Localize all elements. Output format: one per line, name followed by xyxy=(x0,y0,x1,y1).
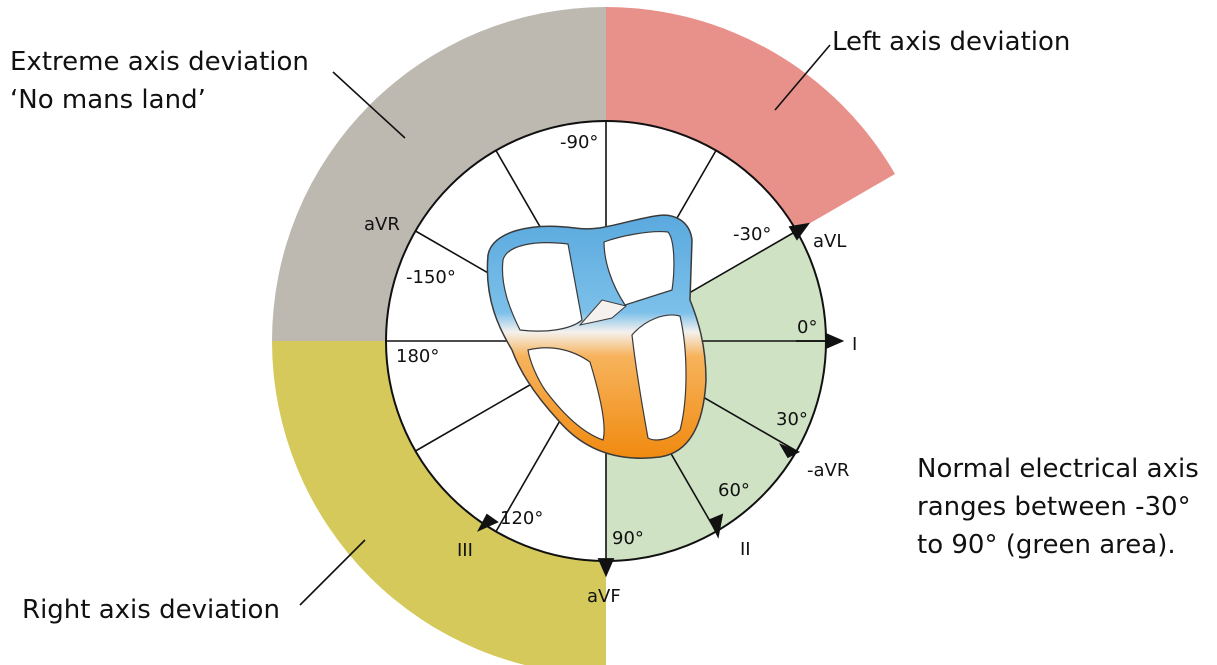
left-deviation-sector xyxy=(606,7,895,231)
heart-illustration xyxy=(486,214,707,459)
degree-neg90: -90° xyxy=(560,132,598,153)
normal-axis-label-3: to 90° (green area). xyxy=(917,530,1176,560)
lead-label-I: I xyxy=(852,334,857,355)
lead-label-aVL: aVL xyxy=(813,231,846,252)
arrow-lead-aVL xyxy=(788,222,811,241)
right-deviation-label: Right axis deviation xyxy=(22,595,280,625)
degree-0: 0° xyxy=(797,317,817,338)
degree-neg30: -30° xyxy=(733,224,771,245)
degree-180: 180° xyxy=(396,346,439,367)
arrow-lead-III xyxy=(476,513,499,532)
lead-arrows xyxy=(476,222,845,578)
degree-60: 60° xyxy=(718,480,750,501)
degree-90: 90° xyxy=(612,528,644,549)
lead-label-aVF: aVF xyxy=(587,586,621,607)
right-deviation-sector xyxy=(272,341,606,665)
normal-axis-label-2: ranges between -30° xyxy=(917,492,1191,522)
lead-label-II: II xyxy=(740,539,751,560)
arrow-lead-I xyxy=(825,332,845,350)
arrow-lead-neg-aVR xyxy=(778,443,801,459)
lead-label-aVR: aVR xyxy=(364,214,400,235)
extreme-deviation-label-1: Extreme axis deviation xyxy=(10,47,309,77)
lead-label-neg-aVR: -aVR xyxy=(807,460,849,481)
degree-30: 30° xyxy=(776,409,808,430)
extreme-deviation-label-2: ‘No mans land’ xyxy=(10,85,206,115)
arrow-lead-aVF xyxy=(597,558,615,578)
degree-neg150: -150° xyxy=(406,267,456,288)
lead-label-III: III xyxy=(457,540,473,561)
annotation-leaders xyxy=(299,44,831,606)
arrow-lead-II xyxy=(708,513,724,539)
extreme-deviation-sector xyxy=(272,7,606,341)
left-deviation-label: Left axis deviation xyxy=(832,27,1070,57)
degree-120: 120° xyxy=(500,508,543,529)
normal-axis-label-1: Normal electrical axis xyxy=(917,454,1199,484)
